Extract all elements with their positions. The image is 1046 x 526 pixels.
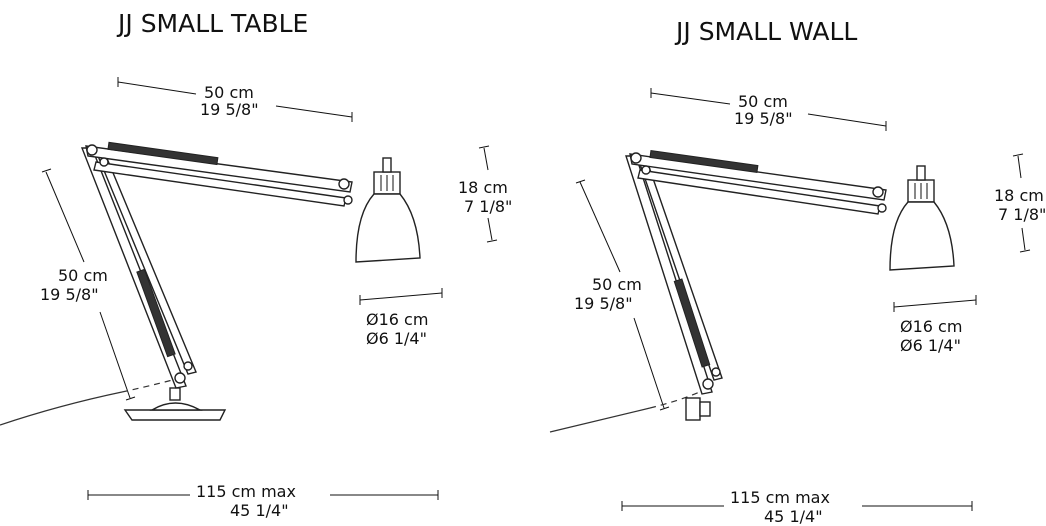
table-stand-height-cm: 50 cm xyxy=(58,266,108,285)
wall-shade-height-dimension: 18 cm 7 1/8" xyxy=(994,153,1046,253)
table-stand-dimension: 50 cm 19 5/8" xyxy=(40,168,136,401)
wall-bracket xyxy=(685,397,701,421)
table-shade xyxy=(355,193,421,263)
wall-shade-diameter-dimension: Ø16 cm Ø6 1/4" xyxy=(893,295,977,355)
table-arm-length-cm: 50 cm xyxy=(204,83,254,102)
table-base xyxy=(123,409,227,421)
wall-shade-diameter-in: Ø6 1/4" xyxy=(900,336,961,355)
table-lamp-illustration xyxy=(0,141,421,426)
wall-reach-in: 45 1/4" xyxy=(764,507,823,526)
wall-reach-cm: 115 cm max xyxy=(730,488,830,507)
wall-arm-length-cm: 50 cm xyxy=(738,92,788,111)
table-lamp-title: JJ SMALL TABLE xyxy=(116,9,308,38)
wall-arm-length-in: 19 5/8" xyxy=(734,109,793,128)
table-lamp-section: JJ SMALL TABLE 50 cm 19 5/8" 50 cm 19 5/… xyxy=(0,9,512,520)
wall-shade xyxy=(889,201,955,271)
table-shade-diameter-dimension: Ø16 cm Ø6 1/4" xyxy=(359,288,443,348)
table-shade-diameter-in: Ø6 1/4" xyxy=(366,329,427,348)
wall-stand-dimension: 50 cm 19 5/8" xyxy=(574,179,670,411)
wall-reach-dimension: 115 cm max 45 1/4" xyxy=(621,488,973,526)
wall-lamp-title: JJ SMALL WALL xyxy=(674,17,857,46)
table-shade-height-cm: 18 cm xyxy=(458,178,508,197)
wall-lamp-illustration xyxy=(549,149,955,433)
table-shade-height-in: 7 1/8" xyxy=(464,197,512,216)
wall-stand-height-cm: 50 cm xyxy=(592,275,642,294)
wall-arm-dimension: 50 cm 19 5/8" xyxy=(650,88,887,131)
wall-stand-height-in: 19 5/8" xyxy=(574,294,633,313)
table-stand-height-in: 19 5/8" xyxy=(40,285,99,304)
table-shade-diameter-cm: Ø16 cm xyxy=(366,310,428,329)
table-reach-in: 45 1/4" xyxy=(230,501,289,520)
table-shade-height-dimension: 18 cm 7 1/8" xyxy=(458,145,512,243)
wall-shade-height-cm: 18 cm xyxy=(994,186,1044,205)
wall-shade-height-in: 7 1/8" xyxy=(998,205,1046,224)
wall-shade-diameter-cm: Ø16 cm xyxy=(900,317,962,336)
table-arm-dimension: 50 cm 19 5/8" xyxy=(117,77,353,122)
table-arm-length-in: 19 5/8" xyxy=(200,100,259,119)
table-reach-cm: 115 cm max xyxy=(196,482,296,501)
wall-lamp-section: JJ SMALL WALL 50 cm 19 5/8" 50 cm 19 5/8… xyxy=(549,17,1046,526)
table-reach-dimension: 115 cm max 45 1/4" xyxy=(87,482,439,520)
